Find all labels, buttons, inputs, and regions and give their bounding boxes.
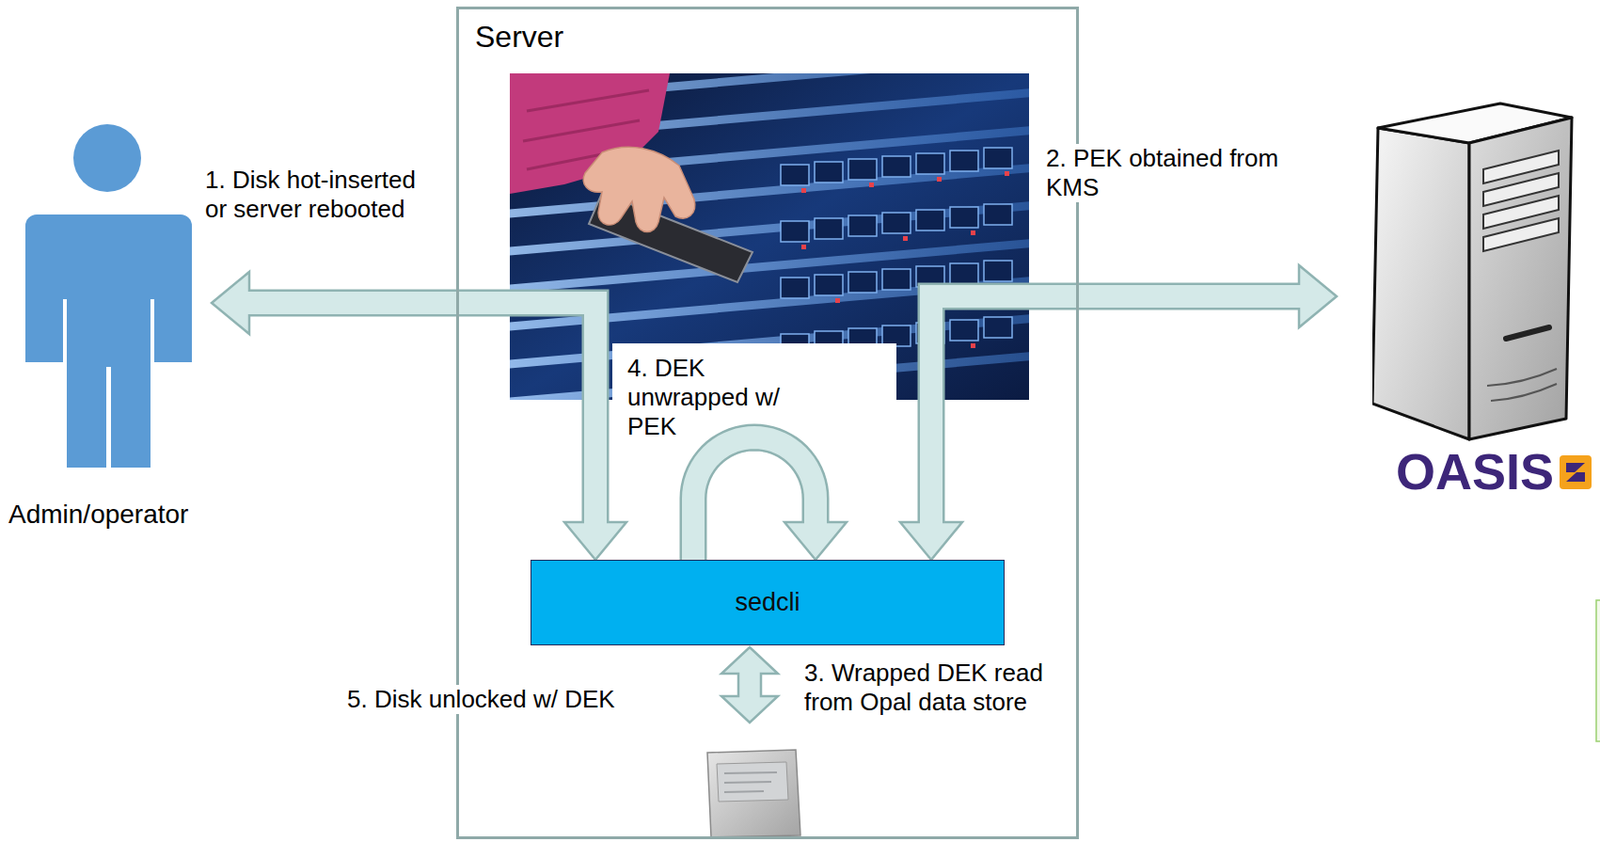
step-label: 5. Disk unlocked w/ DEK (347, 684, 616, 714)
computer-drawing (1372, 101, 1575, 443)
logo-mark (1559, 451, 1592, 493)
arrow-head (211, 271, 250, 334)
box-heading: Server (475, 18, 564, 55)
arrow-head (1299, 265, 1337, 328)
hand (583, 146, 696, 232)
drive-bays (780, 147, 1013, 355)
drive-slot (1505, 327, 1550, 339)
arrow-head (564, 522, 627, 560)
person-label: Admin/operator (8, 498, 189, 531)
arrow-outline (931, 296, 1300, 523)
drive-bay (1483, 218, 1559, 252)
step-label: 2. PEK obtained from KMS (1045, 143, 1315, 203)
arrow-fill (931, 296, 1302, 525)
arrow-head (784, 522, 847, 560)
person-figure (8, 122, 197, 473)
logo-text: OASIS (1395, 443, 1554, 500)
person-icon: Admin/operator (8, 122, 193, 531)
side-panel (1596, 600, 1600, 742)
block-arrow (721, 647, 778, 723)
ssd-drive (707, 749, 801, 838)
arrow-outline (249, 302, 596, 523)
step-label: 1. Disk hot-inserted or server rebooted (205, 165, 427, 224)
box-label: sedcli (734, 586, 800, 618)
step-label: 4. DEK unwrapped w/ PEK (627, 353, 802, 443)
person-body (25, 214, 192, 468)
arrow-outline (693, 437, 816, 560)
block-arrow (211, 271, 627, 560)
arrow-fill (246, 302, 596, 525)
status-leds (801, 171, 1010, 363)
logo-row: OASIS (1372, 443, 1597, 500)
person-head (73, 124, 142, 192)
tool-box: sedcli (530, 559, 1005, 646)
computer-icon: OASIS (1372, 101, 1597, 500)
step-label: 3. Wrapped DEK read from Opal data store (804, 658, 1073, 717)
computer-front (1469, 117, 1572, 440)
block-arrow (900, 265, 1337, 560)
vent-lines (1487, 368, 1557, 401)
computer-side (1372, 127, 1470, 440)
block-arrow (693, 437, 847, 560)
arrow-head (900, 522, 963, 560)
arrow-fill (693, 437, 816, 560)
